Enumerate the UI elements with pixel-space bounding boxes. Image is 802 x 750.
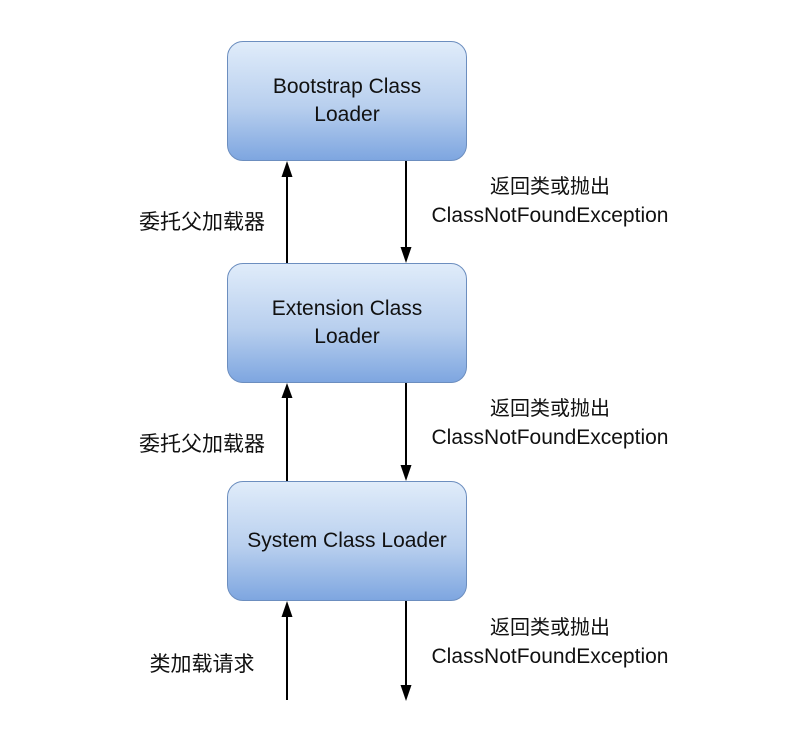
- load-request-label: 类加载请求: [149, 652, 255, 676]
- return-label-3: 返回类或抛出 ClassNotFoundException: [414, 613, 686, 671]
- delegate-parent-label-2: 委托父加载器: [139, 432, 265, 456]
- return-label-2: 返回类或抛出 ClassNotFoundException: [414, 394, 686, 452]
- system-class-loader-box: System Class Loader: [227, 481, 467, 601]
- extension-class-loader-box: Extension Class Loader: [227, 263, 467, 383]
- return-label-2-en: ClassNotFoundException: [431, 426, 669, 449]
- arrowhead-up-3: [281, 601, 293, 617]
- bootstrap-class-loader-box: Bootstrap Class Loader: [227, 41, 467, 161]
- return-label-2-cn: 返回类或抛出: [490, 396, 610, 420]
- return-label-1-cn: 返回类或抛出: [490, 174, 610, 198]
- return-label-1: 返回类或抛出 ClassNotFoundException: [414, 172, 686, 230]
- return-label-3-en: ClassNotFoundException: [431, 645, 669, 668]
- arrowhead-down-3: [400, 685, 412, 701]
- arrowhead-down-1: [400, 247, 412, 263]
- extension-class-loader-label: Extension Class Loader: [271, 297, 423, 348]
- system-class-loader-label: System Class Loader: [247, 529, 447, 552]
- arrowhead-up-1: [281, 161, 293, 177]
- return-label-1-en: ClassNotFoundException: [431, 204, 669, 227]
- return-label-3-cn: 返回类或抛出: [490, 615, 610, 639]
- delegate-parent-label-1: 委托父加载器: [139, 210, 265, 234]
- arrowhead-up-2: [281, 383, 293, 398]
- arrowhead-down-2: [400, 465, 412, 481]
- bootstrap-class-loader-label: Bootstrap Class Loader: [272, 75, 422, 126]
